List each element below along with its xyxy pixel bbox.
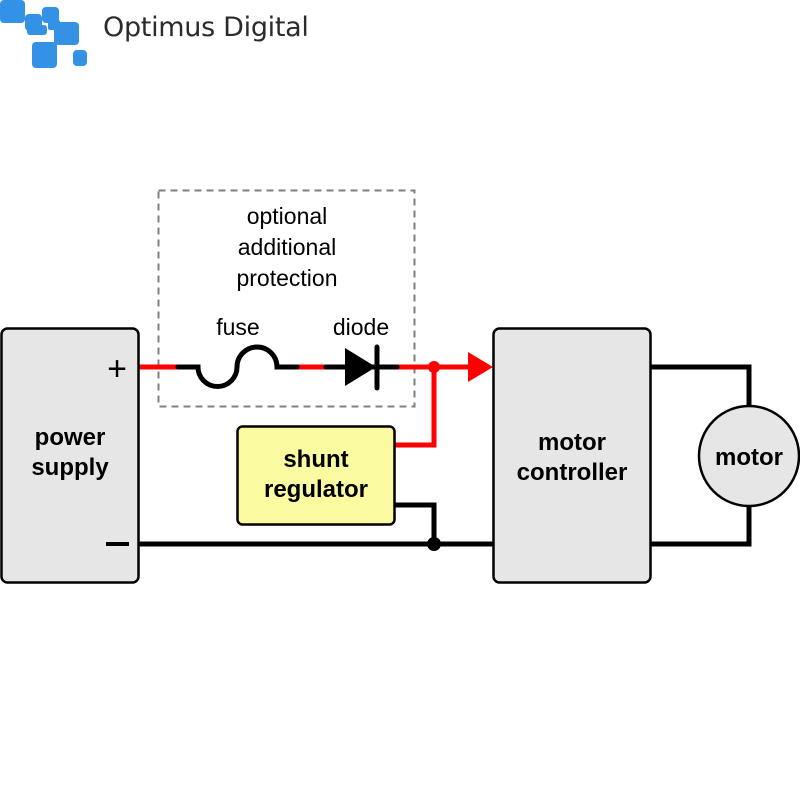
power-supply-label-line2: supply	[31, 454, 109, 481]
shunt-regulator-label-line1: shunt	[283, 446, 348, 473]
logo-mark-icon	[0, 0, 87, 68]
optional-label-line3: protection	[236, 265, 337, 291]
power-supply-minus	[106, 542, 129, 546]
positive-junction-dot	[428, 361, 440, 373]
diode-symbol	[323, 344, 400, 391]
optional-label-line1: optional	[247, 203, 328, 229]
motor-symbol	[697, 404, 800, 508]
power-supply-label-line1: power	[35, 424, 106, 451]
power-supply-block	[0, 327, 140, 584]
brand-name: Optimus Digital	[103, 12, 309, 43]
shunt-regulator-block	[236, 425, 396, 526]
diode-label: diode	[333, 314, 389, 340]
negative-junction-dot	[427, 537, 441, 551]
optional-label-line2: additional	[238, 234, 336, 260]
fuse-symbol	[175, 344, 300, 389]
fuse-label: fuse	[216, 314, 259, 340]
motor-wires	[651, 364, 752, 547]
motor-controller-label-line1: motor	[538, 429, 606, 456]
shunt-regulator-label-line2: regulator	[264, 476, 368, 503]
motor-controller-label-line2: controller	[517, 459, 628, 486]
current-arrow-icon	[468, 352, 493, 382]
motor-label: motor	[715, 444, 783, 471]
optimus-digital-logo	[0, 0, 87, 68]
power-supply-plus: +	[107, 350, 127, 388]
optional-protection-box	[157, 189, 416, 408]
motor-controller-block	[492, 327, 652, 584]
